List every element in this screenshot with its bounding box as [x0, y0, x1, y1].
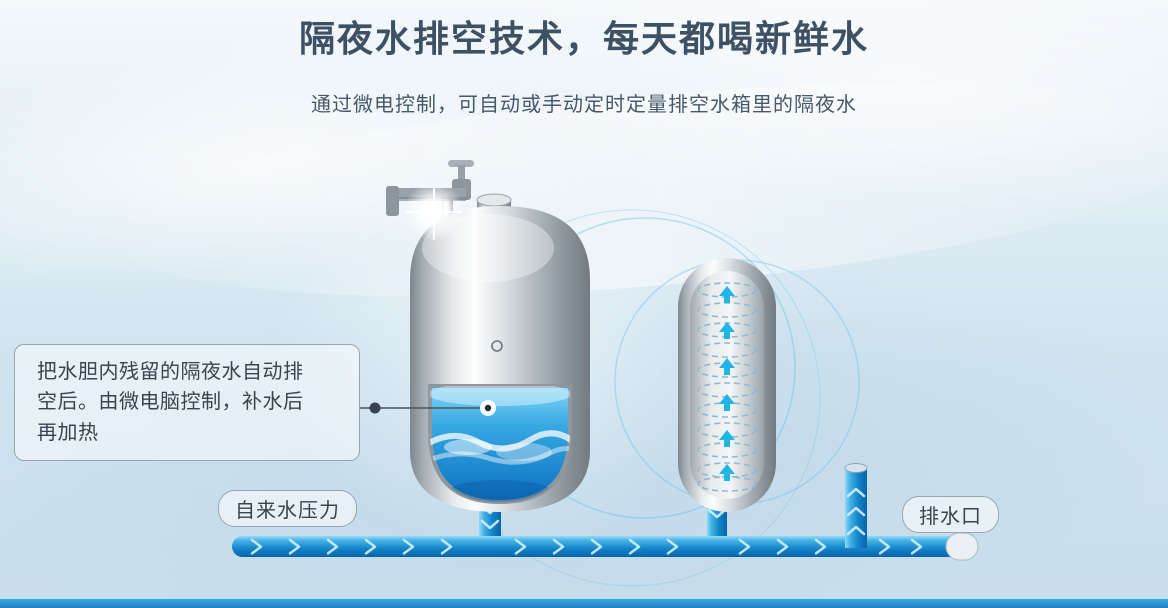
- label-drain-outlet: 排水口: [902, 496, 999, 533]
- vessel-window: [690, 271, 764, 499]
- water-tank: [410, 193, 590, 512]
- pipe-end-cap: [945, 532, 979, 561]
- heating-vessel: [678, 258, 776, 512]
- callout-connector: [360, 400, 496, 416]
- tank-cutaway-water: [428, 384, 572, 505]
- callout-box: 把水胆内残留的隔夜水自动排 空后。由微电脑控制，补水后 再加热: [14, 344, 360, 462]
- page-subtitle: 通过微电控制，可自动或手动定时定量排空水箱里的隔夜水: [311, 94, 857, 116]
- page-title: 隔夜水排空技术，每天都喝新鲜水: [298, 18, 869, 59]
- callout-line: 再加热: [37, 421, 99, 444]
- lens-flare-star: [406, 184, 462, 240]
- label-tap-water-pressure: 自来水压力: [218, 490, 357, 527]
- callout-line: 把水胆内残留的隔夜水自动排: [37, 361, 304, 383]
- riser-top-cap: [844, 463, 868, 473]
- coil-up-arrow-icons: [719, 286, 735, 481]
- flow-arrow-icons: [250, 487, 923, 555]
- water-waves: [430, 386, 570, 502]
- callout-line: 空后。由微电脑控制，补水后: [37, 391, 304, 414]
- bottom-accent-bar: [0, 599, 1168, 608]
- tank-port-hole: [491, 340, 503, 352]
